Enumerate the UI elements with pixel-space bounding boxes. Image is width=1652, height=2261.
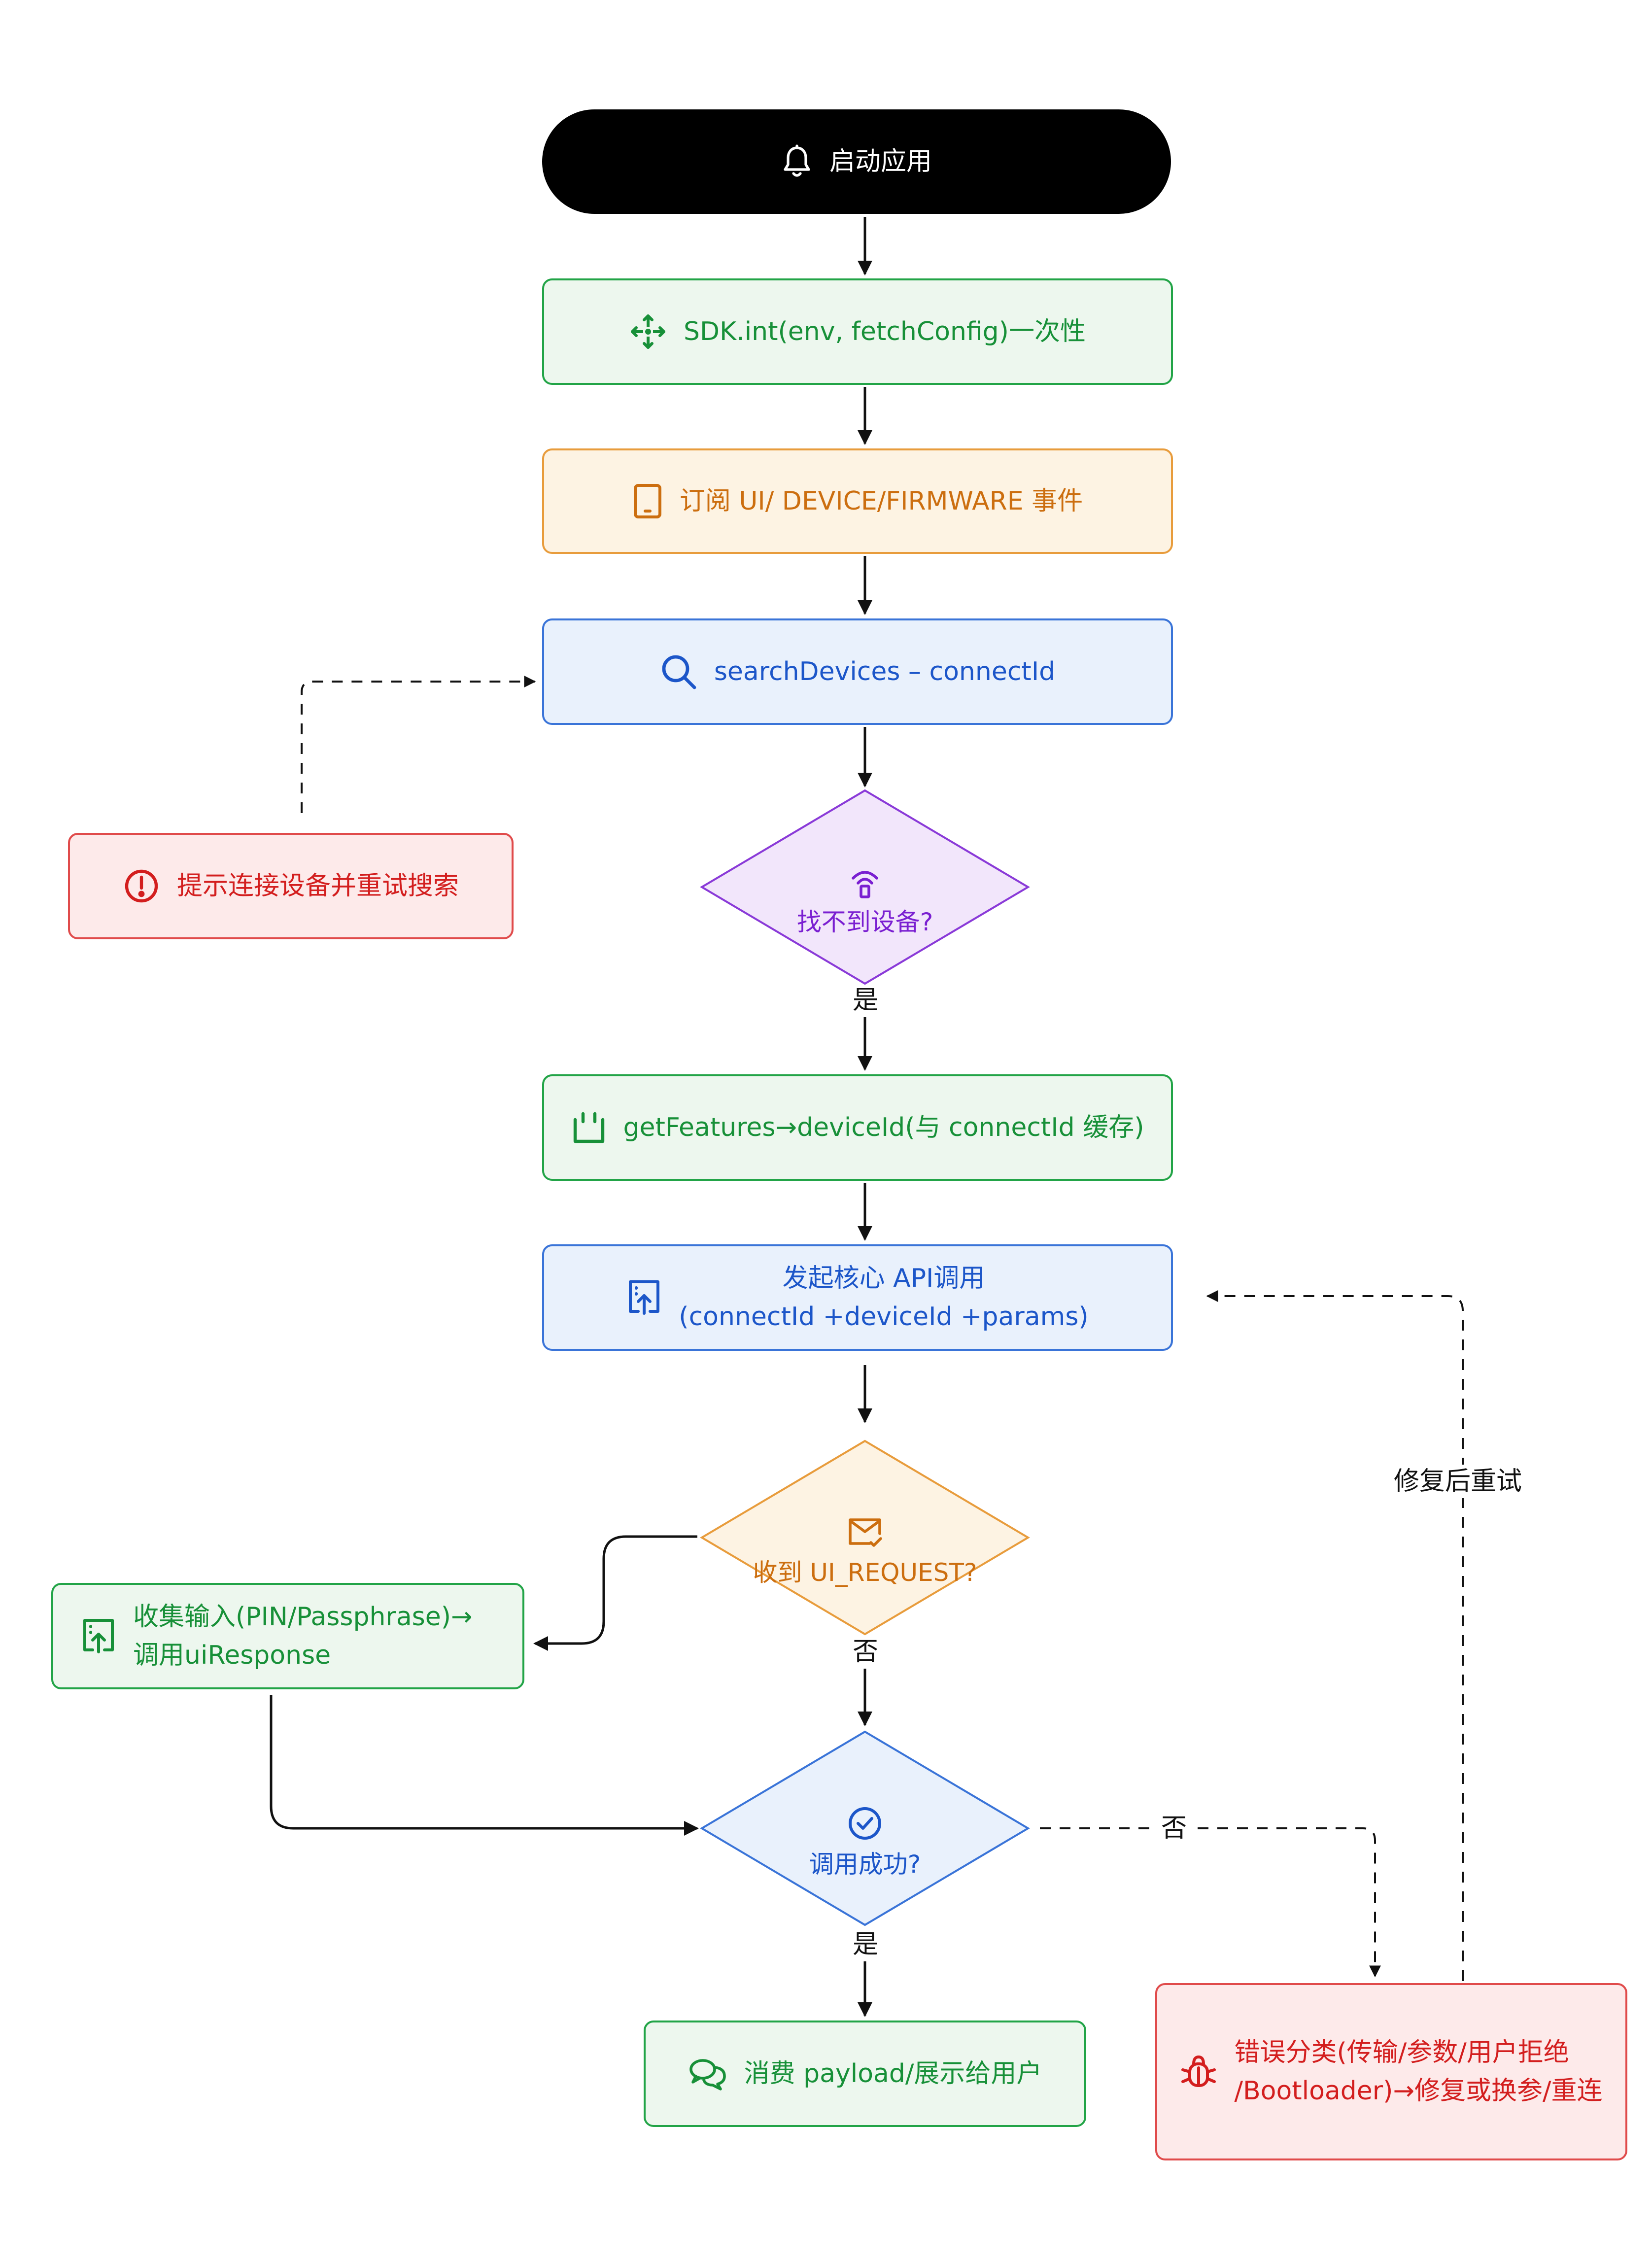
node-error-line2: /Bootloader)→修复或换参/重连 xyxy=(1234,2076,1603,2106)
node-error: 错误分类(传输/参数/用户拒绝 /Bootloader)→修复或换参/重连 xyxy=(1155,1983,1627,2160)
node-sdk-init-label: SDK.int(env, fetchConfig)一次性 xyxy=(684,317,1086,346)
bug-icon xyxy=(1180,2052,1217,2091)
node-start: 启动应用 xyxy=(542,109,1171,214)
node-search-devices: searchDevices – connectId xyxy=(542,618,1173,725)
node-start-label: 启动应用 xyxy=(829,147,932,176)
node-call-success-label: 调用成功? xyxy=(809,1850,921,1879)
node-call-api: 发起核心 API调用 (connectId +deviceId +params) xyxy=(542,1244,1173,1351)
node-collect-input-line1: 收集输入(PIN/Passphrase)→ xyxy=(133,1602,473,1632)
node-subscribe-label: 订阅 UI/ DEVICE/FIRMWARE 事件 xyxy=(679,486,1083,516)
node-call-api-line2: (connectId +deviceId +params) xyxy=(679,1302,1089,1332)
tablet-icon xyxy=(632,482,663,520)
node-ui-request-decision: 收到 UI_REQUEST? xyxy=(700,1439,1030,1636)
node-not-found-decision: 找不到设备? xyxy=(700,788,1030,986)
node-call-success-decision: 调用成功? xyxy=(700,1730,1030,1927)
edge-success-to-error xyxy=(1040,1827,1381,1978)
node-subscribe: 订阅 UI/ DEVICE/FIRMWARE 事件 xyxy=(542,448,1173,554)
node-call-api-line1: 发起核心 API调用 xyxy=(782,1264,985,1293)
node-prompt-retry-label: 提示连接设备并重试搜索 xyxy=(176,871,459,901)
node-get-features: getFeatures→deviceId(与 connectId 缓存) xyxy=(542,1074,1173,1181)
node-collect-input: 收集输入(PIN/Passphrase)→ 调用uiResponse xyxy=(51,1583,524,1689)
node-prompt-retry: 提示连接设备并重试搜索 xyxy=(68,833,514,939)
edge-label-retry-after-fix: 修复后重试 xyxy=(1391,1465,1525,1498)
node-error-line1: 错误分类(传输/参数/用户拒绝 xyxy=(1234,2038,1569,2067)
edge-prompt-to-search xyxy=(301,676,536,813)
node-consume: 消费 payload/展示给用户 xyxy=(644,2021,1086,2127)
upload-doc-icon xyxy=(626,1278,662,1317)
edge-error-to-callapi xyxy=(1206,1290,1464,1981)
edge-uirequest-to-collect xyxy=(533,1535,697,1651)
mail-check-icon xyxy=(846,1516,884,1551)
node-sdk-init: SDK.int(env, fetchConfig)一次性 xyxy=(542,278,1173,385)
node-consume-label: 消费 payload/展示给用户 xyxy=(744,2059,1042,2089)
search-icon xyxy=(660,653,697,690)
wifi-signal-icon xyxy=(849,865,881,901)
diamond-arrows-icon xyxy=(629,313,667,350)
edge-label-yes-notfound: 是 xyxy=(850,984,882,1017)
node-get-features-label: getFeatures→deviceId(与 connectId 缓存) xyxy=(623,1113,1144,1142)
bell-icon xyxy=(781,144,813,179)
node-collect-input-line2: 调用uiResponse xyxy=(133,1641,331,1670)
check-circle-icon xyxy=(847,1806,883,1843)
chat-bubbles-icon xyxy=(688,2056,727,2091)
edge-collect-to-success xyxy=(270,1695,699,1836)
edge-label-no-success: 否 xyxy=(1158,1812,1190,1845)
node-not-found-label: 找不到设备? xyxy=(796,908,933,936)
usb-plug-icon xyxy=(571,1110,607,1145)
node-search-devices-label: searchDevices – connectId xyxy=(714,657,1056,686)
edge-label-no-uirequest: 否 xyxy=(850,1635,882,1669)
diamond-shape xyxy=(700,1439,1030,1636)
edge-label-yes-success: 是 xyxy=(850,1928,882,1961)
node-ui-request-label: 收到 UI_REQUEST? xyxy=(753,1558,977,1587)
alert-circle-icon xyxy=(123,867,160,905)
upload-doc-icon xyxy=(81,1616,116,1656)
